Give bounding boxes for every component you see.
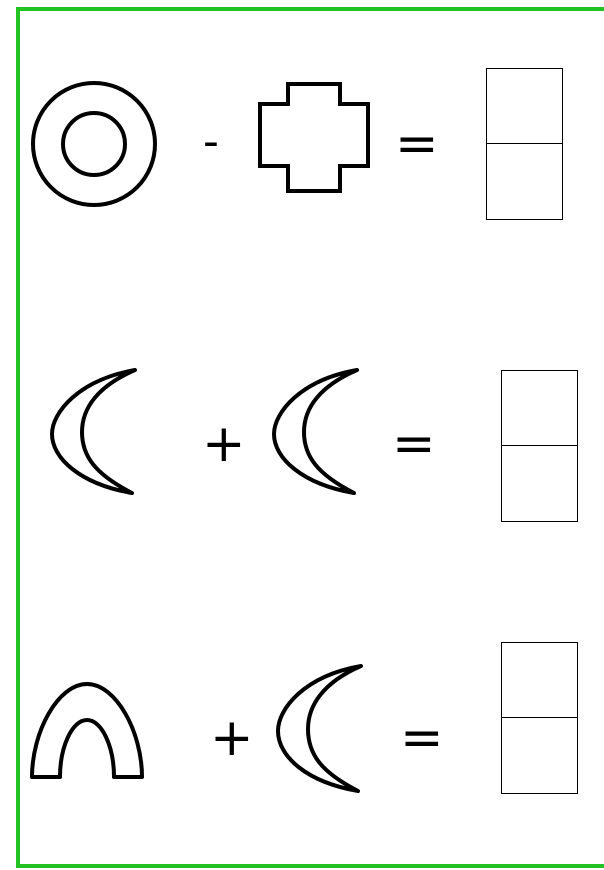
answer-tens-cell[interactable] (502, 643, 577, 718)
operator: + (202, 414, 246, 474)
equals-sign: = (392, 414, 436, 474)
answer-tens-cell[interactable] (487, 69, 562, 144)
equals-sign: = (400, 708, 444, 768)
crescent-icon (276, 664, 363, 793)
answer-box[interactable] (501, 642, 578, 794)
arch-icon (30, 682, 144, 779)
answer-ones-cell[interactable] (502, 446, 577, 521)
answer-ones-cell[interactable] (487, 144, 562, 219)
answer-box[interactable] (486, 68, 563, 220)
crescent-icon (272, 368, 359, 495)
equals-sign: = (395, 114, 439, 174)
cross-icon (258, 82, 370, 193)
crescent-icon (50, 368, 137, 495)
answer-box[interactable] (501, 370, 578, 522)
operator: - (203, 116, 219, 167)
answer-tens-cell[interactable] (502, 371, 577, 446)
ring-icon (31, 81, 157, 207)
answer-ones-cell[interactable] (502, 718, 577, 793)
operator: + (210, 708, 254, 768)
